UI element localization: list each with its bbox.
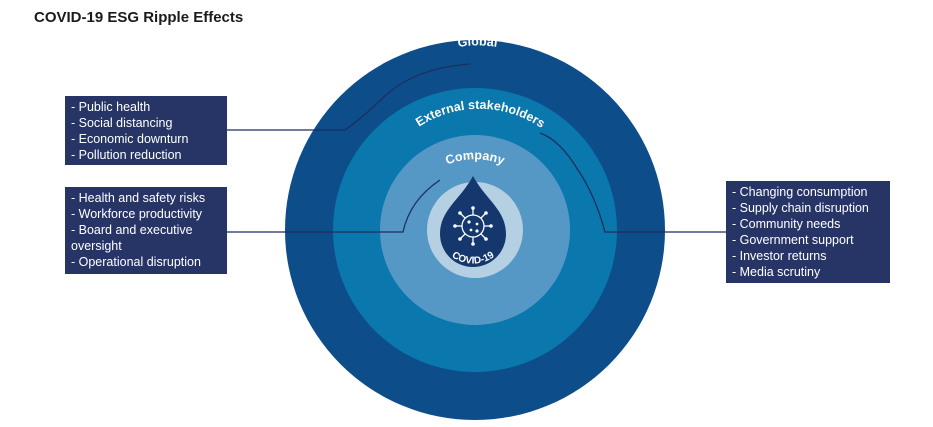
company-effect-item: - Operational disruption (71, 255, 201, 269)
global-effect-item: - Public health (71, 100, 151, 114)
external-effect-item: - Investor returns (732, 249, 827, 263)
external-effect-item: - Supply chain disruption (732, 201, 869, 215)
external-effect-item: - Changing consumption (732, 185, 868, 199)
drop-shape (440, 176, 506, 267)
connector-global (227, 63, 471, 131)
global-effect-item: - Pollution reduction (71, 148, 182, 162)
global-effect-item: - Economic downturn (71, 132, 189, 146)
external-stakeholders-effects-box: - Changing consumption - Supply chain di… (726, 181, 890, 283)
company-label: Company (444, 148, 507, 168)
page-title: COVID-19 ESG Ripple Effects (34, 9, 244, 26)
company-effect-item: - Health and safety risks (71, 191, 206, 205)
company-effect-item: - Board and executive (71, 223, 193, 237)
connector-external (539, 132, 726, 233)
global-effects-box: - Public health - Social distancing - Ec… (65, 96, 227, 165)
virus-drop-icon: COVID-19 (440, 176, 506, 267)
company-effect-item: - Workforce productivity (71, 207, 203, 221)
external-effect-item: - Community needs (732, 217, 841, 231)
virus-icon (456, 209, 490, 243)
global-label: Global (457, 34, 499, 49)
connector-company (227, 179, 441, 233)
company-effects-box: - Health and safety risks - Workforce pr… (65, 187, 227, 274)
center-label: COVID-19 (450, 250, 497, 267)
external-effect-item: - Media scrutiny (732, 265, 821, 279)
external-effect-item: - Government support (732, 233, 854, 247)
global-effect-item: - Social distancing (71, 116, 173, 130)
company-effect-item: oversight (71, 239, 122, 253)
